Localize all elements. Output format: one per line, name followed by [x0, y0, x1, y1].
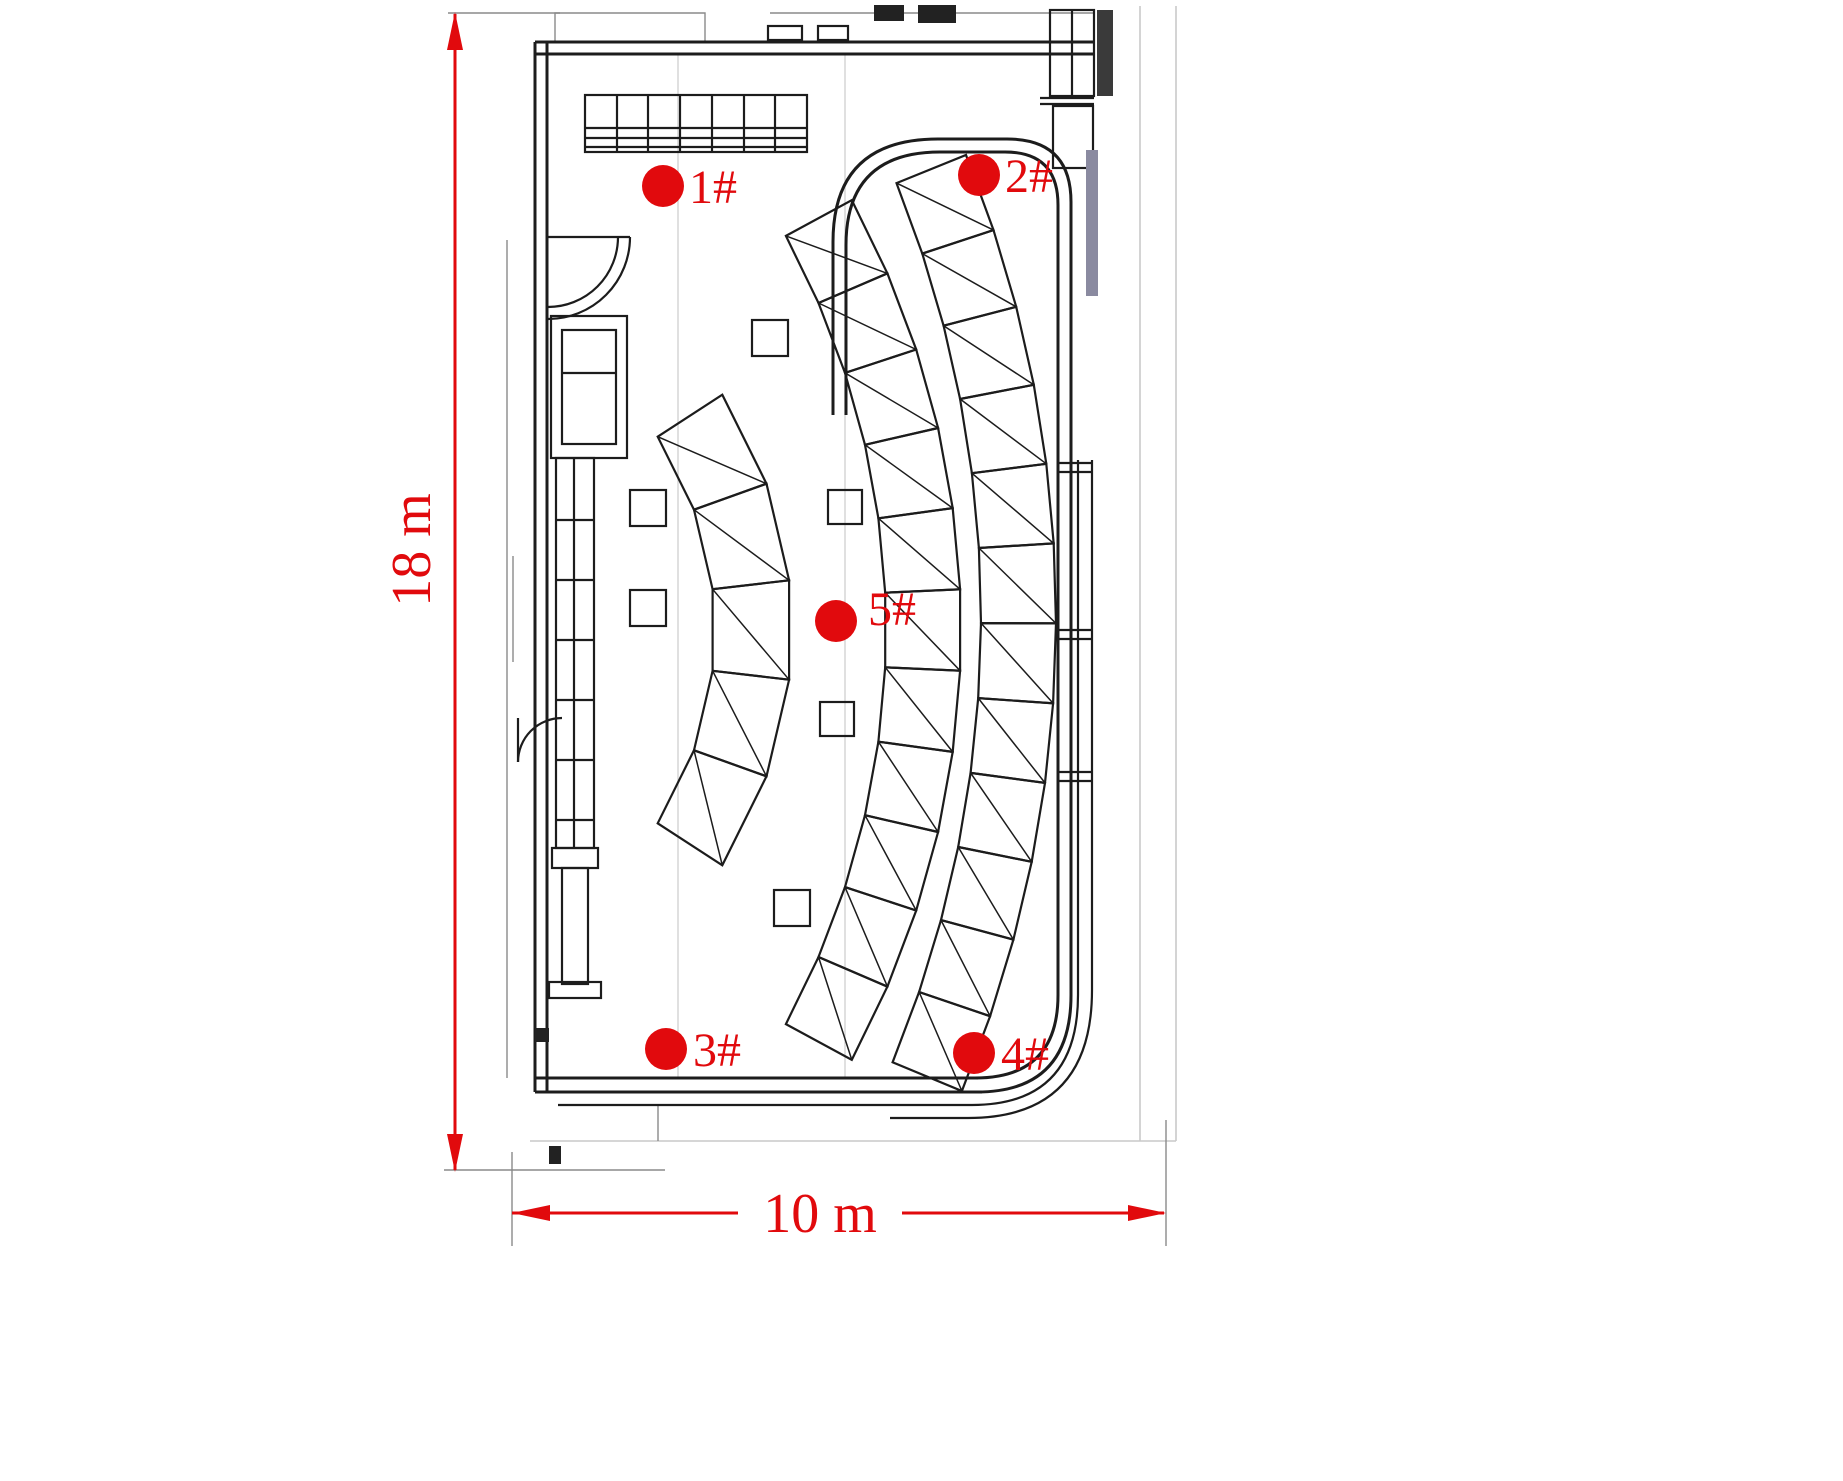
construction-lines [506, 6, 1177, 1142]
arrow-up-icon [447, 12, 463, 50]
roof-unit [918, 5, 956, 23]
duct-foot [547, 980, 603, 1000]
equipment-bar [1097, 10, 1113, 96]
desk-diagonal [712, 588, 790, 681]
door-swing-arc [547, 236, 632, 321]
wall-mark [549, 1146, 561, 1164]
desk [692, 482, 791, 591]
arrow-left-icon [512, 1205, 550, 1221]
column [750, 318, 790, 358]
desk [784, 955, 889, 1062]
wall-mark [535, 1028, 549, 1042]
desk [784, 198, 889, 305]
measurement-point-4: 4# [953, 1028, 1049, 1081]
column [628, 488, 668, 528]
duct-lower [560, 866, 590, 986]
measurement-point-label: 3# [693, 1024, 741, 1077]
width-dimension-label: 10 m [763, 1183, 877, 1245]
desk [970, 462, 1055, 550]
desk-diagonal [921, 252, 1017, 308]
desk-rows [656, 153, 1058, 1093]
measurement-point-1: 1# [642, 161, 737, 214]
desk-diagonal [877, 517, 961, 590]
arrow-right-icon [1128, 1205, 1166, 1221]
desk-diagonal [971, 472, 1055, 544]
desk-diagonal [785, 235, 888, 275]
desk-diagonal [969, 772, 1033, 863]
right-outer-wall [558, 460, 1080, 1107]
left-structures [516, 235, 632, 1000]
desk [942, 305, 1036, 401]
desk-diagonal [693, 750, 724, 866]
measurement-point-label: 1# [689, 161, 737, 214]
desk-diagonal [918, 991, 963, 1092]
column [628, 588, 668, 628]
desk-diagonal [864, 814, 917, 911]
desk [863, 426, 954, 520]
desk-diagonal [817, 956, 853, 1061]
desk-diagonal [884, 592, 961, 672]
desk-diagonal [844, 886, 889, 987]
desk-diagonal [957, 846, 1015, 940]
right-outer-wall [890, 460, 1094, 1120]
desk [692, 669, 791, 778]
duct-base [550, 846, 600, 870]
desk-diagonal [693, 509, 790, 581]
top-right-details [766, 5, 1113, 296]
column [826, 488, 864, 526]
measurement-point-dot [953, 1032, 995, 1074]
arrow-down-icon [447, 1134, 463, 1172]
roof-unit [874, 5, 904, 21]
column [772, 888, 812, 928]
equipment-bar [1086, 150, 1098, 296]
desk [843, 813, 940, 912]
canopy-outline [554, 12, 706, 42]
column [818, 700, 856, 738]
measurement-point-3: 3# [645, 1024, 741, 1077]
desk-diagonal [877, 741, 939, 833]
measurement-point-label: 5# [868, 583, 916, 636]
desk-diagonal [884, 666, 954, 753]
desk [817, 885, 918, 989]
grid-table [583, 93, 809, 154]
columns [628, 318, 864, 928]
desk-diagonal [980, 622, 1054, 704]
desk [656, 393, 769, 512]
measurement-point-dot [958, 154, 1000, 196]
door-swing-arc [547, 236, 620, 309]
measurement-point-dot [815, 600, 857, 642]
desk-diagonal [959, 398, 1047, 465]
measurement-point-label: 2# [1005, 150, 1053, 203]
measurement-points: 1# 2# 5# 3# 4# [642, 150, 1053, 1081]
measurement-point-label: 4# [1001, 1028, 1049, 1081]
dimension-annotations: 18 m 10 m [381, 12, 1167, 1246]
desk [656, 748, 769, 867]
measurement-point-2: 2# [958, 150, 1053, 203]
desk [958, 383, 1048, 475]
desk-diagonal [818, 302, 917, 351]
wall-vent [766, 24, 804, 42]
height-dimension-label: 18 m [381, 493, 443, 607]
walls [533, 40, 1095, 1164]
wall-vent [816, 24, 850, 42]
desk-diagonal [896, 182, 994, 231]
desk [711, 579, 791, 681]
desk-diagonal [940, 919, 991, 1017]
interior-curved-wall [844, 150, 1060, 1080]
measurement-point-dot [642, 165, 684, 207]
desk-diagonal [711, 670, 768, 777]
desk-diagonal [844, 372, 939, 429]
desk-diagonal [943, 325, 1035, 386]
equipment-box [1051, 104, 1095, 170]
desk-diagonal [977, 697, 1046, 784]
service-block-inner [560, 328, 618, 446]
measurement-point-5: 5# [815, 583, 916, 642]
desk-diagonal [864, 444, 954, 509]
measurement-point-dot [645, 1028, 687, 1070]
table-outline [583, 93, 809, 154]
desk-diagonal [978, 547, 1057, 624]
desk [877, 506, 962, 594]
desk-diagonal [657, 436, 767, 485]
